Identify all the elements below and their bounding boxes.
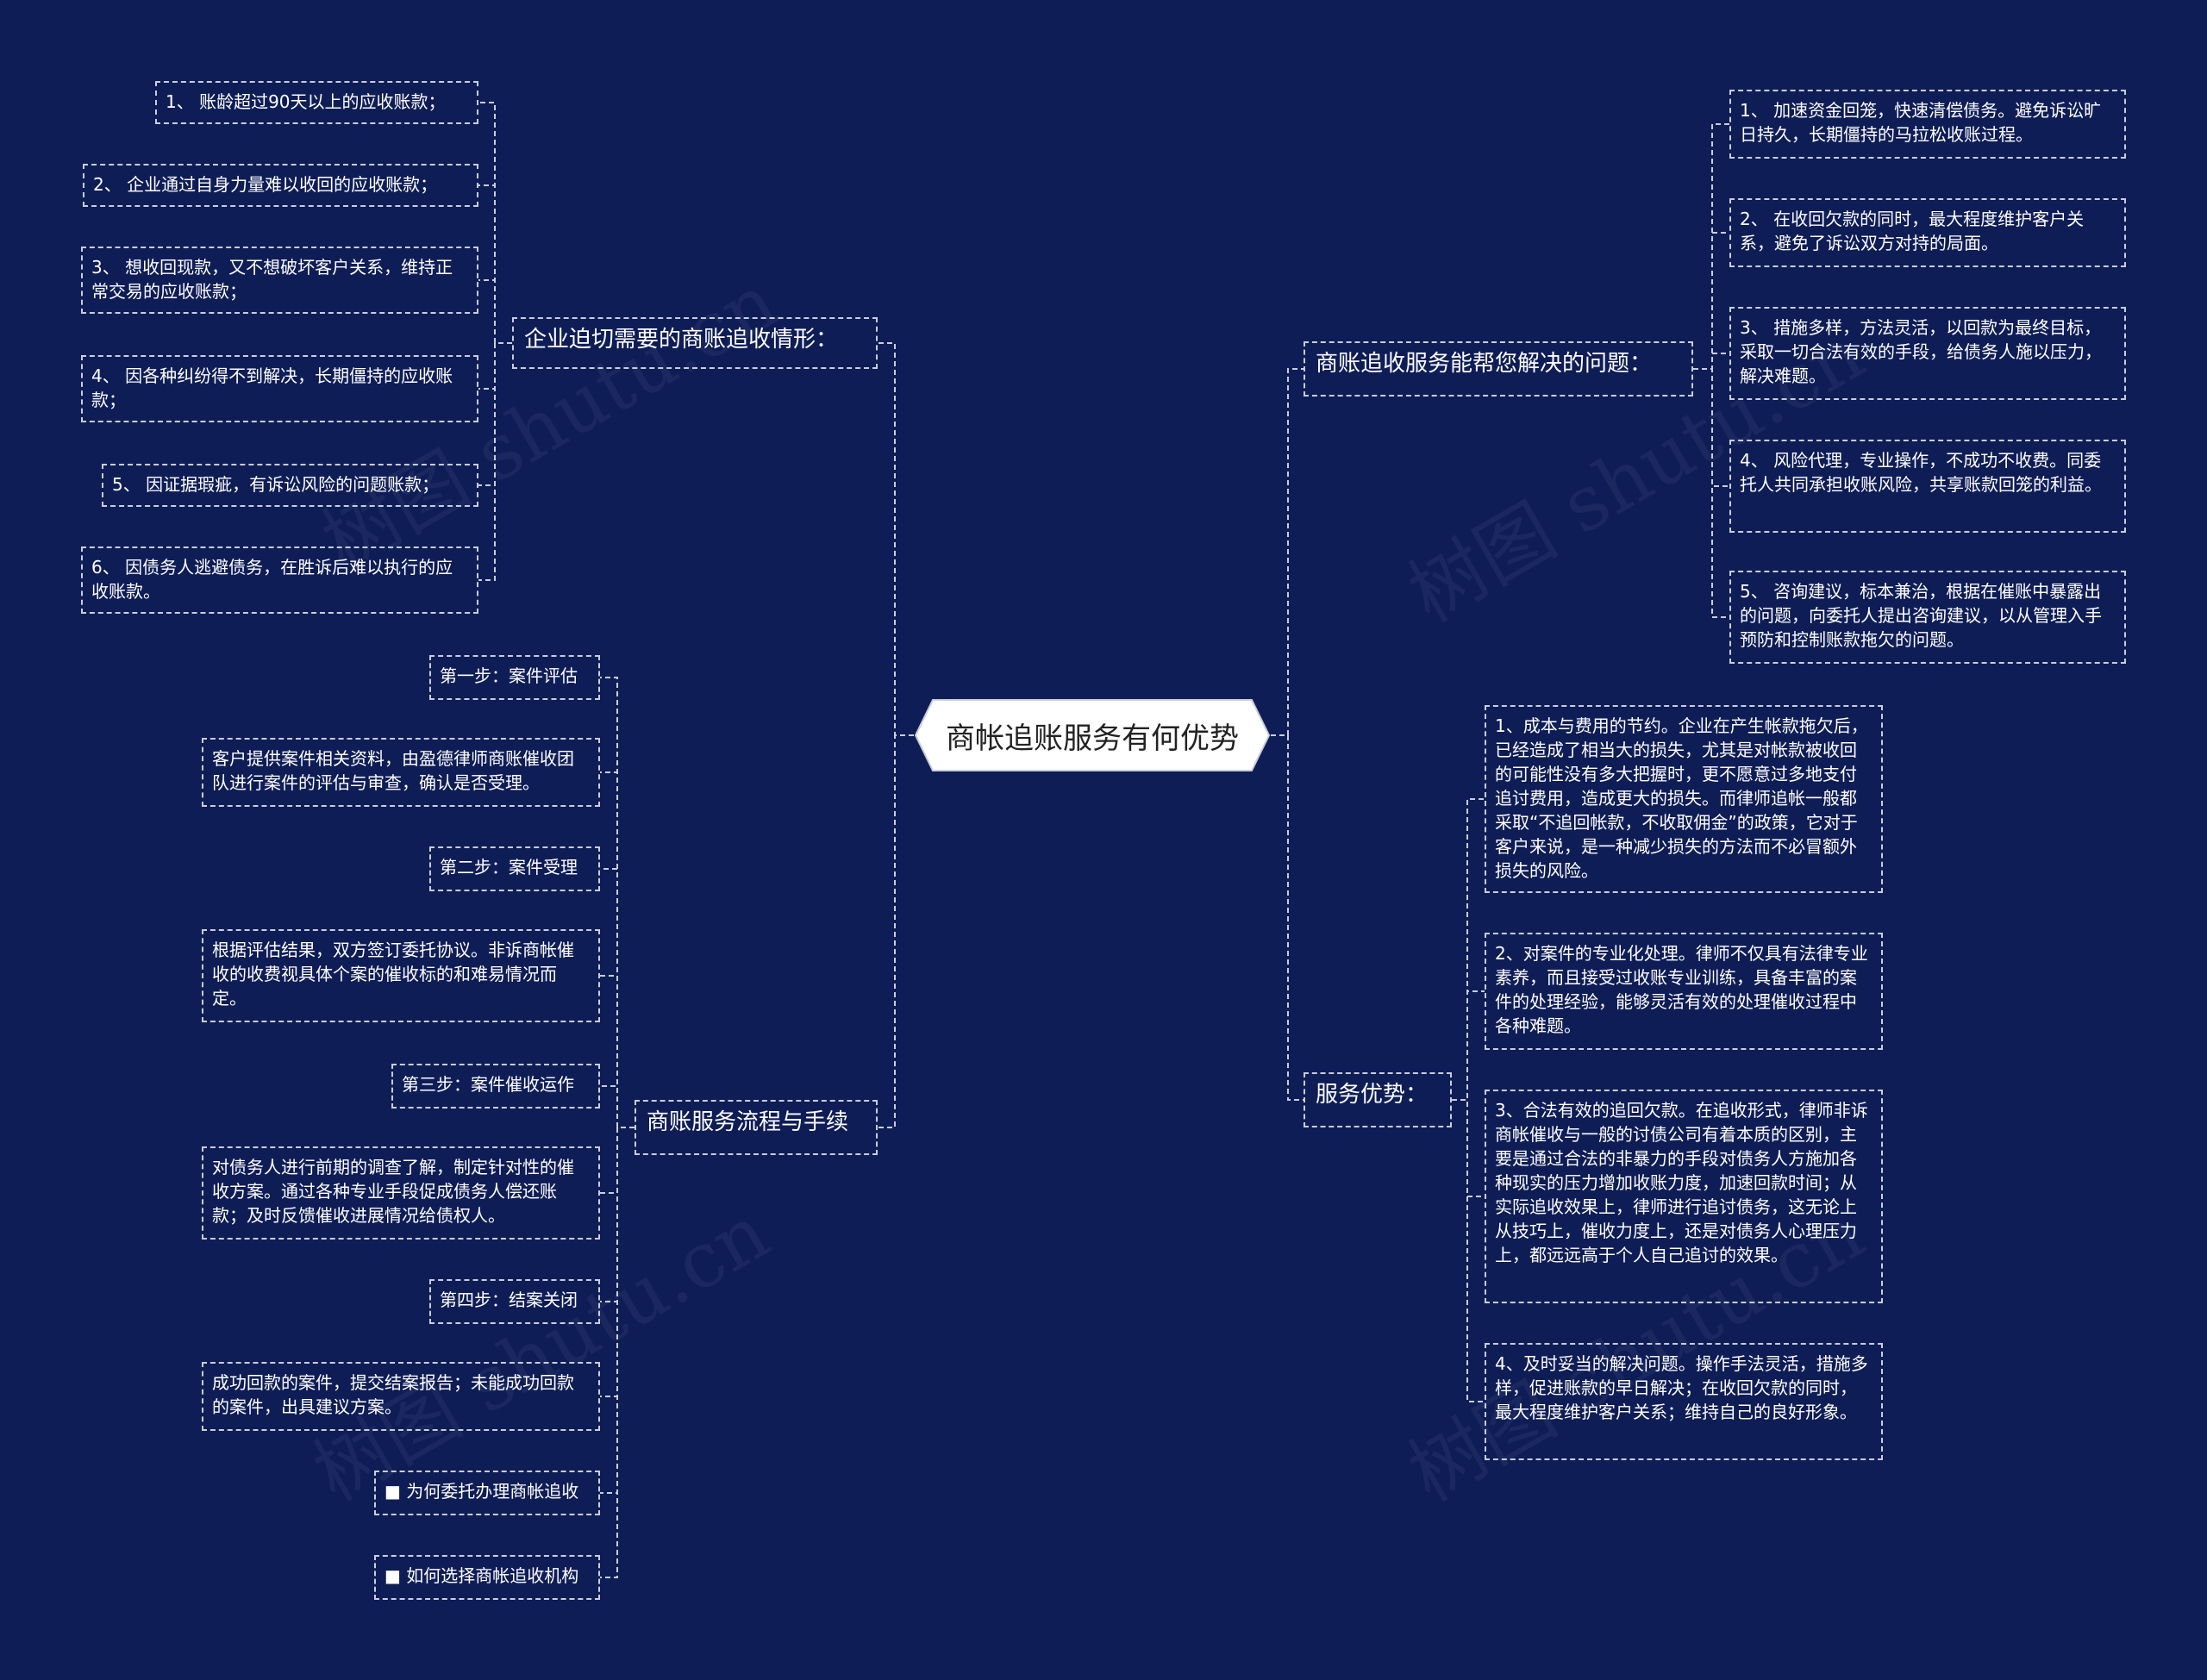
list-item[interactable]: 4、及时妥当的解决问题。操作手法灵活，措施多样，促进账款的早日解决；在收回欠款的…: [1485, 1343, 1883, 1460]
list-item[interactable]: 2、 企业通过自身力量难以收回的应收账款；: [83, 164, 478, 207]
connector-line: [600, 975, 635, 1128]
root-hexagon: [914, 699, 1271, 771]
list-item[interactable]: 3、 想收回现款，又不想破坏客户关系，维持正常交易的应收账款；: [81, 247, 478, 314]
branch-advantages[interactable]: 服务优势：: [1304, 1072, 1452, 1127]
connector-line: [600, 1085, 635, 1128]
process-detail[interactable]: 对债务人进行前期的调查了解，制定针对性的催收方案。通过各种专业手段促成债务人偿还…: [202, 1146, 600, 1240]
root-node[interactable]: 商帐追账服务有何优势: [914, 698, 1271, 772]
list-item[interactable]: 5、 因证据瑕疵，有诉讼风险的问题账款；: [102, 464, 478, 507]
list-item[interactable]: 2、 在收回欠款的同时，最大程度维护客户关系，避免了诉讼双方对持的局面。: [1729, 198, 2126, 267]
process-step[interactable]: 第四步：结案关闭: [429, 1279, 600, 1324]
list-item[interactable]: 1、 加速资金回笼，快速清偿债务。避免诉讼旷日持久，长期僵持的马拉松收账过程。: [1729, 90, 2126, 159]
list-item[interactable]: 5、 咨询建议，标本兼治，根据在催账中暴露出的问题，向委托人提出咨询建议，以从管…: [1729, 571, 2126, 664]
list-item[interactable]: 2、对案件的专业化处理。律师不仅具有法律专业素养，而且接受过收账专业训练，具备丰…: [1485, 933, 1883, 1050]
list-item[interactable]: 4、 因各种纠纷得不到解决，长期僵持的应收账款；: [81, 355, 478, 422]
connector-line: [878, 734, 914, 1128]
connector-line: [1271, 368, 1304, 736]
connector-line: [478, 184, 512, 344]
list-item[interactable]: 1、成本与费用的节约。企业在产生帐款拖欠后，已经造成了相当大的损失，尤其是对帐款…: [1485, 705, 1883, 893]
list-item[interactable]: 4、 风险代理，专业操作，不成功不收费。同委托人共同承担收账风险，共享账款回笼的…: [1729, 440, 2126, 533]
related-link[interactable]: ■ 为何委托办理商帐追收: [374, 1471, 600, 1515]
connector-line: [1693, 368, 1729, 618]
process-detail[interactable]: 客户提供案件相关资料，由盈德律师商账催收团队进行案件的评估与审查，确认是否受理。: [202, 738, 600, 807]
connector-line: [600, 1127, 635, 1578]
connector-line: [878, 342, 914, 736]
process-step[interactable]: 第二步：案件受理: [429, 846, 600, 891]
process-detail[interactable]: 根据评估结果，双方签订委托协议。非诉商帐催收的收费视具体个案的催收标的和难易情况…: [202, 929, 600, 1022]
connector-line: [1271, 734, 1304, 1101]
related-link[interactable]: ■ 如何选择商帐追收机构: [374, 1555, 600, 1600]
list-item[interactable]: 3、合法有效的追回欠款。在追收形式，律师非诉商帐催收与一般的讨债公司有着本质的区…: [1485, 1090, 1883, 1303]
list-item[interactable]: 6、 因债务人逃避债务，在胜诉后难以执行的应收账款。: [81, 546, 478, 614]
connector-line: [478, 279, 512, 344]
connector-line: [1452, 990, 1485, 1101]
root-title: 商帐追账服务有何优势: [946, 721, 1239, 756]
branch-process[interactable]: 商账服务流程与手续: [635, 1100, 878, 1155]
connector-line: [1452, 1099, 1485, 1402]
list-item[interactable]: 1、 账龄超过90天以上的应收账款；: [155, 81, 478, 124]
connector-line: [1693, 232, 1729, 370]
list-item[interactable]: 3、 措施多样，方法灵活，以回款为最终目标，采取一切合法有效的手段，给债务人施以…: [1729, 307, 2126, 400]
branch-problems[interactable]: 商账追收服务能帮您解决的问题：: [1304, 341, 1693, 397]
branch-situations[interactable]: 企业迫切需要的商账追收情形：: [512, 317, 878, 369]
connector-line: [478, 342, 512, 581]
process-detail[interactable]: 成功回款的案件，提交结案报告；未能成功回款的案件，出具建议方案。: [202, 1362, 600, 1431]
connector-line: [1452, 798, 1485, 1101]
process-step[interactable]: 第一步：案件评估: [429, 655, 600, 700]
process-step[interactable]: 第三步：案件催收运作: [391, 1064, 600, 1109]
